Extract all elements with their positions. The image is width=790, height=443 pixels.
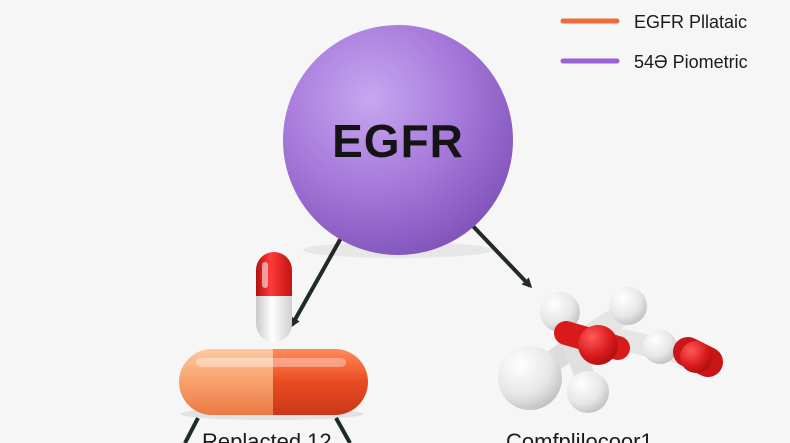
label-right-bottom: Comfplilocoor1 bbox=[506, 429, 653, 443]
capsule-top-red bbox=[256, 252, 292, 296]
egfr-label: EGFR bbox=[332, 115, 464, 167]
legend-item-egfr: EGFR Pllataic bbox=[560, 12, 747, 32]
egfr-node: EGFR bbox=[283, 25, 513, 258]
arrows bbox=[183, 221, 533, 443]
pill-shine bbox=[196, 358, 346, 367]
atom-white-top bbox=[609, 287, 647, 325]
arrow-to-molecule bbox=[468, 221, 533, 289]
atom-white-bottom bbox=[567, 371, 609, 413]
atom-red-right bbox=[680, 341, 712, 373]
arrow-bottom-left bbox=[183, 417, 200, 443]
legend-item-metric: 54Ə Piometric bbox=[560, 52, 748, 72]
legend-label-egfr: EGFR Pllataic bbox=[634, 12, 747, 32]
legend: EGFR Pllataic 54Ə Piometric bbox=[560, 12, 748, 72]
capsule-bottom-white bbox=[256, 296, 292, 342]
small-capsule-icon bbox=[256, 252, 292, 342]
label-left-bottom: Replacted 12 bbox=[202, 429, 332, 443]
pill-right-half bbox=[273, 349, 368, 415]
atom-white-large bbox=[498, 346, 562, 410]
atom-white-right bbox=[643, 330, 677, 364]
molecule-icon bbox=[498, 287, 723, 413]
legend-label-metric: 54Ə Piometric bbox=[634, 52, 748, 72]
atom-red-center bbox=[578, 325, 618, 365]
capsule-shine bbox=[262, 262, 268, 288]
pill-left-half bbox=[179, 349, 273, 415]
arrow-bottom-right bbox=[334, 417, 352, 443]
arrow-to-capsule bbox=[290, 237, 343, 328]
egfr-circle bbox=[283, 25, 513, 255]
large-pill-icon bbox=[179, 349, 368, 420]
